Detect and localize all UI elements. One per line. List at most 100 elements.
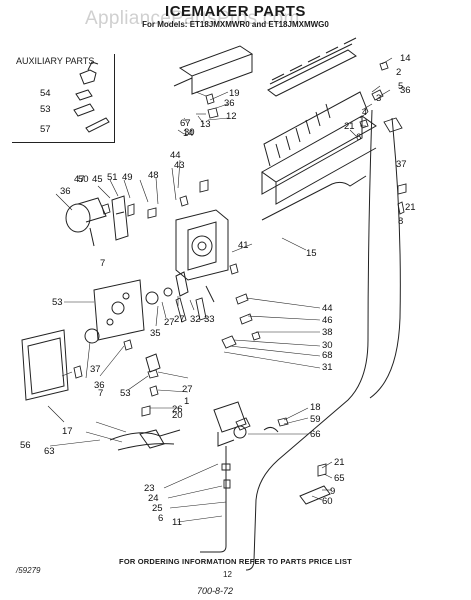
part-label: 41 xyxy=(238,240,249,251)
part-label: 5 xyxy=(398,81,403,92)
part-label: 21 xyxy=(405,202,416,213)
part-label: 7 xyxy=(98,388,103,399)
part-label: 49 xyxy=(122,172,133,183)
part-labels: 14 2 5 36 3 4 21 6 37 21 8 19 36 12 13 6… xyxy=(20,53,416,528)
part-label: 19 xyxy=(229,88,240,99)
fill-tube xyxy=(200,516,227,553)
leader-lines xyxy=(47,57,393,523)
part-label: 45 xyxy=(92,174,103,185)
part-label: 12 xyxy=(226,111,237,122)
water-valve xyxy=(213,401,247,516)
part-label: 3 xyxy=(376,93,381,104)
part-label: 36 xyxy=(400,85,411,96)
part-label: 14 xyxy=(400,53,411,64)
part-label: 37 xyxy=(396,159,407,170)
part-label: 38 xyxy=(322,327,333,338)
part-label: 33 xyxy=(204,314,215,325)
auxiliary-parts-box xyxy=(12,54,115,143)
part-label: 21 xyxy=(334,457,345,468)
part-label: 30 xyxy=(184,127,195,138)
part-label: 51 xyxy=(107,172,118,183)
part-label: 47 xyxy=(74,174,85,185)
mold-cover xyxy=(173,45,254,95)
part-label: 17 xyxy=(62,426,73,437)
motor xyxy=(65,197,107,247)
motor-plate xyxy=(93,279,145,341)
part-label: 27 xyxy=(182,384,193,395)
document-code: /59279 xyxy=(16,566,41,575)
part-label: 31 xyxy=(322,362,333,373)
part-label: 13 xyxy=(200,119,211,130)
ice-tray-mold xyxy=(261,91,377,205)
part-label: 36 xyxy=(60,186,71,197)
part-label: 26 xyxy=(172,404,183,415)
part-label: 56 xyxy=(20,440,31,451)
part-label: 68 xyxy=(322,350,333,361)
part-label: 2 xyxy=(396,67,401,78)
part-label: 14 xyxy=(183,128,194,139)
mold-support xyxy=(111,195,129,241)
watermark: AppliancePartsPros.com xyxy=(85,8,300,29)
part-label: 27 xyxy=(174,314,185,325)
part-label: 66 xyxy=(310,429,321,440)
aux-tube-adapter xyxy=(73,103,95,117)
aux-tube xyxy=(85,117,110,133)
part-label: 60 xyxy=(322,496,333,507)
part-label: 65 xyxy=(334,473,345,484)
part-label: 57 xyxy=(40,124,51,135)
aux-valve-fitting xyxy=(75,61,99,101)
part-label: 21 xyxy=(344,121,355,132)
part-label: 44 xyxy=(322,303,333,314)
ejector-blade-rack xyxy=(267,37,357,97)
diagram-title: ICEMAKER PARTS xyxy=(165,3,306,20)
control-housing xyxy=(175,209,229,281)
handwritten-note: 700-8-72 xyxy=(197,586,234,596)
part-label: 27 xyxy=(164,317,175,328)
part-label: 46 xyxy=(322,315,333,326)
part-label: 59 xyxy=(310,414,321,425)
shut-off-arm xyxy=(245,109,401,571)
ordering-note: FOR ORDERING INFORMATION REFER TO PARTS … xyxy=(119,557,352,566)
part-label: 44 xyxy=(170,150,181,161)
part-label: 15 xyxy=(306,248,317,259)
part-label: 54 xyxy=(40,88,51,99)
inlet-clamp xyxy=(263,426,331,505)
part-label: 20 xyxy=(172,410,183,421)
part-label: 48 xyxy=(148,170,159,181)
part-label: 1 xyxy=(184,396,189,407)
part-label: 18 xyxy=(310,402,321,413)
part-label: 36 xyxy=(94,380,105,391)
part-label: 8 xyxy=(398,216,403,227)
heater-element xyxy=(261,175,367,221)
gear-train xyxy=(84,287,173,373)
auxiliary-parts-title: AUXILIARY PARTS xyxy=(16,56,95,66)
part-label: 32 xyxy=(190,314,201,325)
part-label: 4 xyxy=(362,107,367,118)
part-label: 6 xyxy=(158,513,163,524)
part-label: 9 xyxy=(330,486,335,497)
hardware xyxy=(73,61,407,489)
part-label: 50 xyxy=(78,174,89,185)
part-label: 37 xyxy=(90,364,101,375)
wiring-harness xyxy=(109,429,181,451)
model-subtitle: For Models: ET18JMXMWR0 and ET18JMXMWG0 xyxy=(142,20,329,29)
part-label: 53 xyxy=(40,104,51,115)
part-label: 24 xyxy=(148,493,159,504)
page-number: 12 xyxy=(223,570,232,579)
part-label: 6 xyxy=(356,132,361,143)
part-label: 30 xyxy=(322,340,333,351)
part-label: 67 xyxy=(180,118,191,129)
control-cover xyxy=(21,329,69,401)
part-label: 25 xyxy=(152,503,163,514)
part-label: 36 xyxy=(224,98,235,109)
part-label: 53 xyxy=(52,297,63,308)
part-label: 43 xyxy=(174,160,185,171)
part-label: 7 xyxy=(100,258,105,269)
part-label: 35 xyxy=(150,328,161,339)
part-label: 53 xyxy=(120,388,131,399)
part-label: 63 xyxy=(44,446,55,457)
part-label: 23 xyxy=(144,483,155,494)
part-label: 11 xyxy=(172,517,182,528)
thermostat xyxy=(175,271,215,303)
